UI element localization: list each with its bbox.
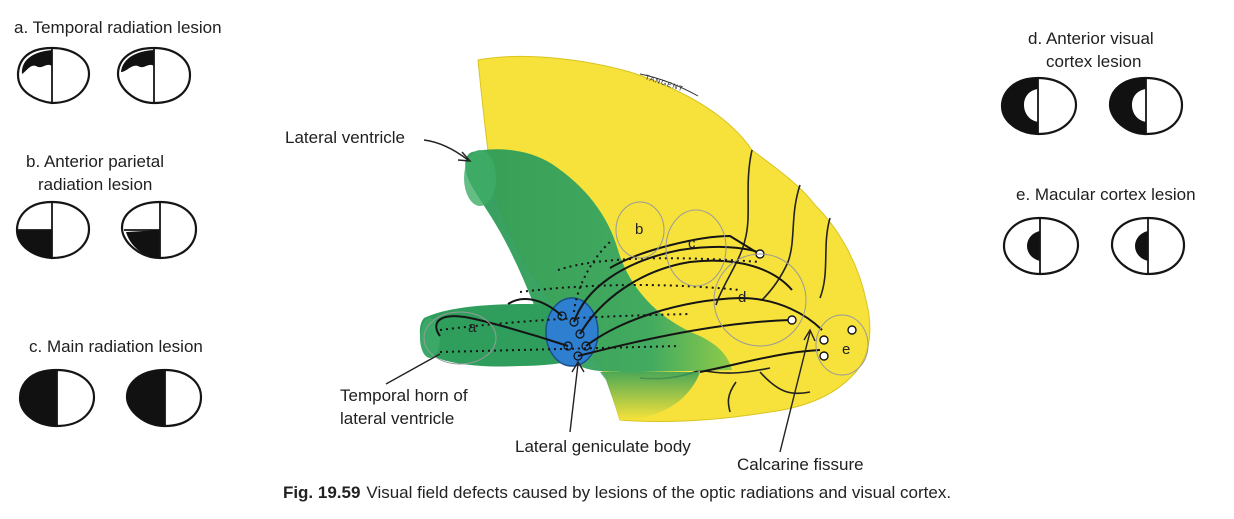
brain-illustration: TANGENT: [420, 56, 870, 421]
figure-number: Fig. 19.59: [283, 483, 360, 502]
field-c-label: c. Main radiation lesion: [29, 337, 203, 356]
region-a: a: [468, 319, 477, 336]
field-d-label-2: cortex lesion: [1046, 52, 1141, 71]
label-temporal-horn-2: lateral ventricle: [340, 409, 454, 428]
field-b-left: [17, 202, 89, 258]
field-a-right: [118, 48, 190, 103]
caption-text: Visual field defects caused by lesions o…: [366, 483, 951, 502]
field-e-left: [1004, 218, 1078, 274]
field-d-right: [1110, 78, 1182, 134]
field-d-label-1: d. Anterior visual: [1028, 29, 1154, 48]
field-b-label-2: radiation lesion: [38, 175, 152, 194]
label-temporal-horn-1: Temporal horn of: [340, 386, 468, 405]
field-e-right: [1112, 218, 1184, 274]
field-a-label: a. Temporal radiation lesion: [14, 18, 222, 37]
field-a-left: [18, 48, 89, 103]
field-c-right: [127, 370, 201, 426]
label-calcarine-fissure: Calcarine fissure: [737, 455, 864, 474]
label-lateral-ventricle: Lateral ventricle: [285, 128, 405, 147]
field-c-left: [20, 370, 94, 426]
figure-caption: Fig. 19.59 Visual field defects caused by…: [0, 483, 1234, 503]
region-d: d: [738, 289, 746, 306]
label-lateral-geniculate: Lateral geniculate body: [515, 437, 691, 456]
region-c: c: [688, 235, 696, 252]
field-b-right: [122, 202, 196, 258]
field-b-label-1: b. Anterior parietal: [26, 152, 164, 171]
region-b: b: [635, 221, 643, 238]
field-e-label: e. Macular cortex lesion: [1016, 185, 1196, 204]
region-e: e: [842, 341, 850, 358]
field-d-left: [1002, 78, 1076, 134]
